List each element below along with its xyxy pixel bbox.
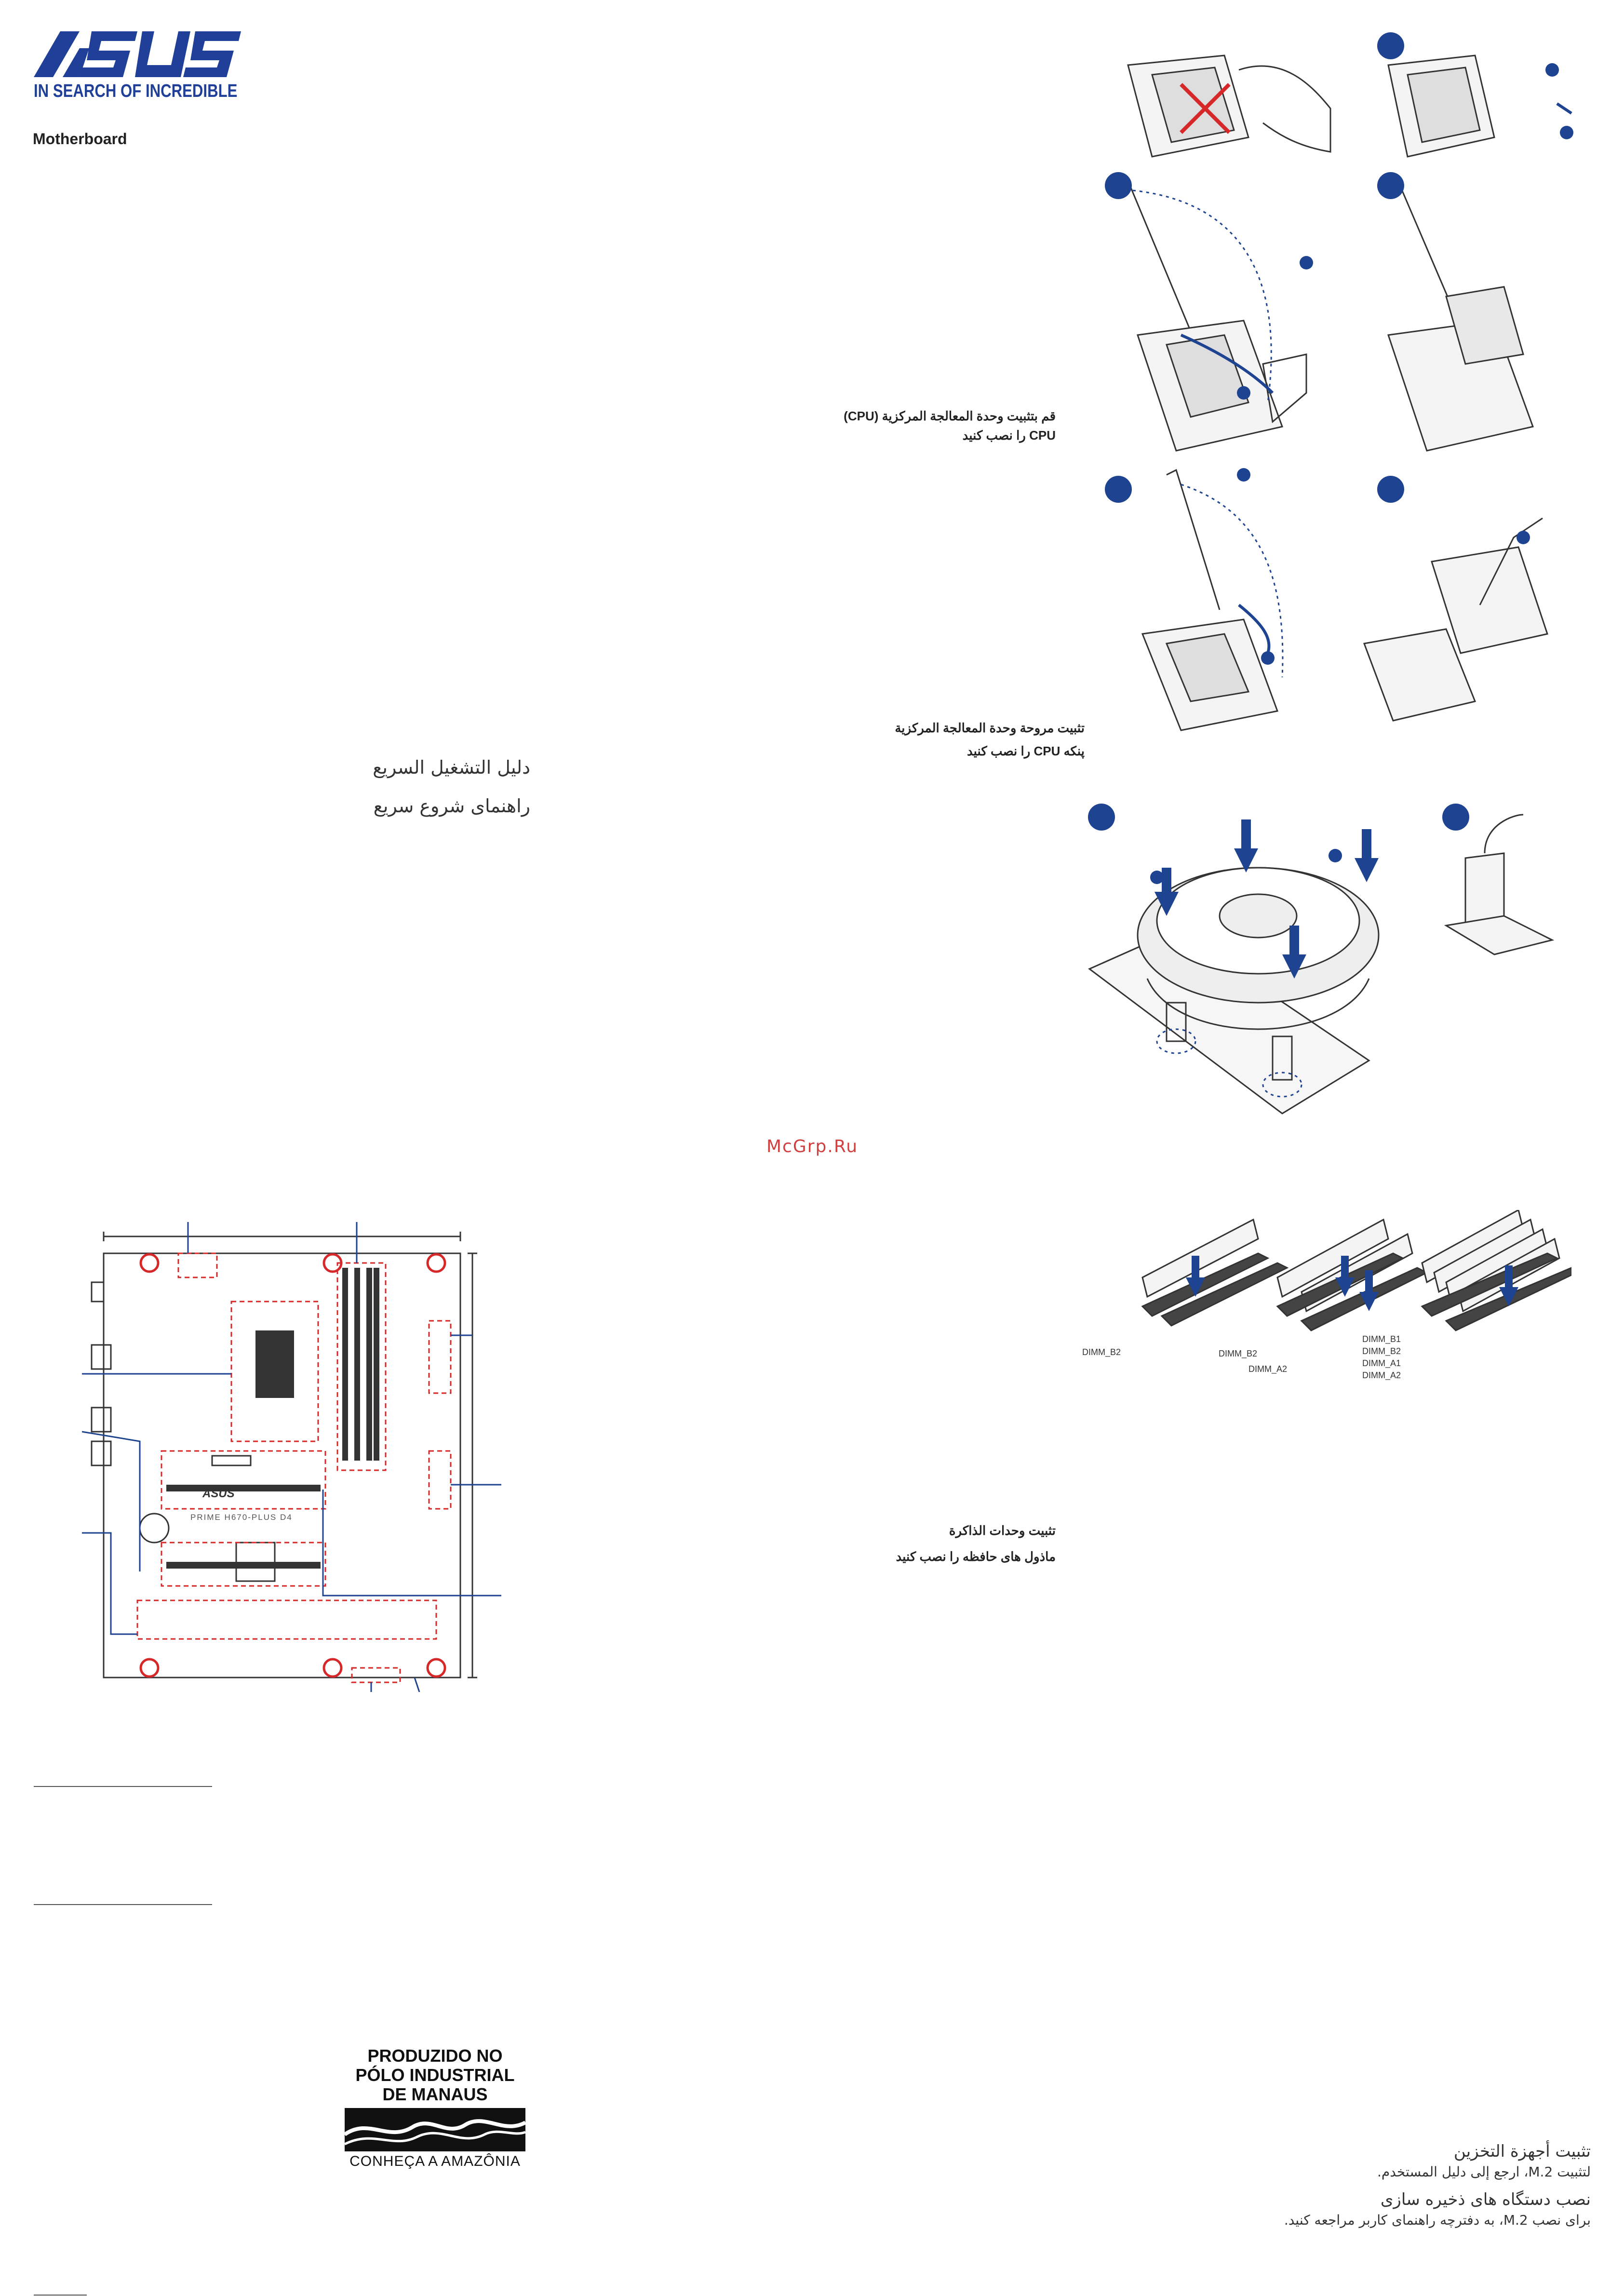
divider-rule-2 bbox=[34, 1904, 212, 1905]
storage-title-ar: تثبيت أجهزة التخزين bbox=[1453, 2142, 1591, 2161]
divider-rule-1 bbox=[34, 1786, 212, 1787]
seal-line-3: DE MANAUS bbox=[382, 2084, 488, 2104]
seal-wave-graphic bbox=[345, 2108, 525, 2151]
storage-title-fa: نصب دستگاه های ذخیره سازی bbox=[1380, 2190, 1591, 2209]
seal-line-1: PRODUZIDO NO bbox=[367, 2046, 503, 2066]
manaus-seal: PRODUZIDO NO PÓLO INDUSTRIAL DE MANAUS C… bbox=[345, 2046, 525, 2170]
cpu-fan-heading-ar: تثبيت مروحة وحدة المعالجة المركزية bbox=[895, 721, 1085, 735]
watermark: McGrp.Ru bbox=[766, 1137, 859, 1156]
cpu-heading-fa: CPU را نصب كنيد bbox=[962, 428, 1056, 443]
dimm-label-four-b2: DIMM_B2 bbox=[1362, 1346, 1401, 1356]
cpu-fan-heading: تثبيت مروحة وحدة المعالجة المركزية پنكه … bbox=[723, 718, 1085, 761]
board-model: PRIME H670-PLUS D4 bbox=[190, 1513, 293, 1522]
cpu-heading-ar: قم بتثبيت وحدة المعالجة المركزية (CPU) bbox=[844, 409, 1056, 423]
dimm-label-two-a2: DIMM_A2 bbox=[1248, 1364, 1288, 1374]
divider-rule-3 bbox=[34, 2295, 87, 2296]
storage-section: تثبيت أجهزة التخزين لتثبيت M.2، ارجع إلى… bbox=[1109, 2140, 1591, 2230]
dimm-label-four-b1: DIMM_B1 bbox=[1362, 1334, 1401, 1344]
memory-heading-fa: ماذول های حافظه را نصب كنيد bbox=[896, 1549, 1056, 1564]
board-brand: ASUS bbox=[202, 1487, 235, 1500]
dimm-label-two-b2: DIMM_B2 bbox=[1219, 1349, 1258, 1358]
asus-logo bbox=[34, 31, 241, 77]
storage-note-ar: لتثبيت M.2، ارجع إلى دليل المستخدم. bbox=[1377, 2164, 1591, 2180]
seal-line-2: PÓLO INDUSTRIAL bbox=[355, 2065, 515, 2085]
guide-title-persian: راهنمای شروع سریع bbox=[373, 795, 530, 817]
cpu-heading: قم بتثبيت وحدة المعالجة المركزية (CPU) C… bbox=[723, 406, 1056, 445]
cpu-fan-heading-fa: پنكه CPU را نصب كنيد bbox=[967, 744, 1085, 758]
guide-title-arabic: دليل التشغيل السريع bbox=[373, 757, 530, 778]
brand-tagline: IN SEARCH OF INCREDIBLE bbox=[34, 81, 238, 101]
memory-heading-ar: تثبيت وحدات الذاكرة bbox=[949, 1523, 1056, 1538]
cpu-fan-illustrations bbox=[1088, 804, 1555, 1114]
memory-heading: تثبيت وحدات الذاكرة ماذول های حافظه را ن… bbox=[723, 1521, 1056, 1566]
dimm-label-one-b2: DIMM_B2 bbox=[1082, 1347, 1121, 1357]
seal-tagline: CONHEÇA A AMAZÔNIA bbox=[349, 2153, 521, 2169]
cpu-install-illustrations bbox=[1105, 32, 1573, 731]
motherboard-layout bbox=[82, 1222, 501, 1692]
storage-note-fa: برای نصب M.2، به دفترچه راهنمای کاربر مر… bbox=[1284, 2212, 1591, 2228]
dimm-label-four-a1: DIMM_A1 bbox=[1362, 1358, 1401, 1368]
dimm-label-four-a2: DIMM_A2 bbox=[1362, 1370, 1401, 1380]
product-label: Motherboard bbox=[33, 130, 127, 148]
memory-install-illustrations bbox=[1141, 1210, 1571, 1331]
